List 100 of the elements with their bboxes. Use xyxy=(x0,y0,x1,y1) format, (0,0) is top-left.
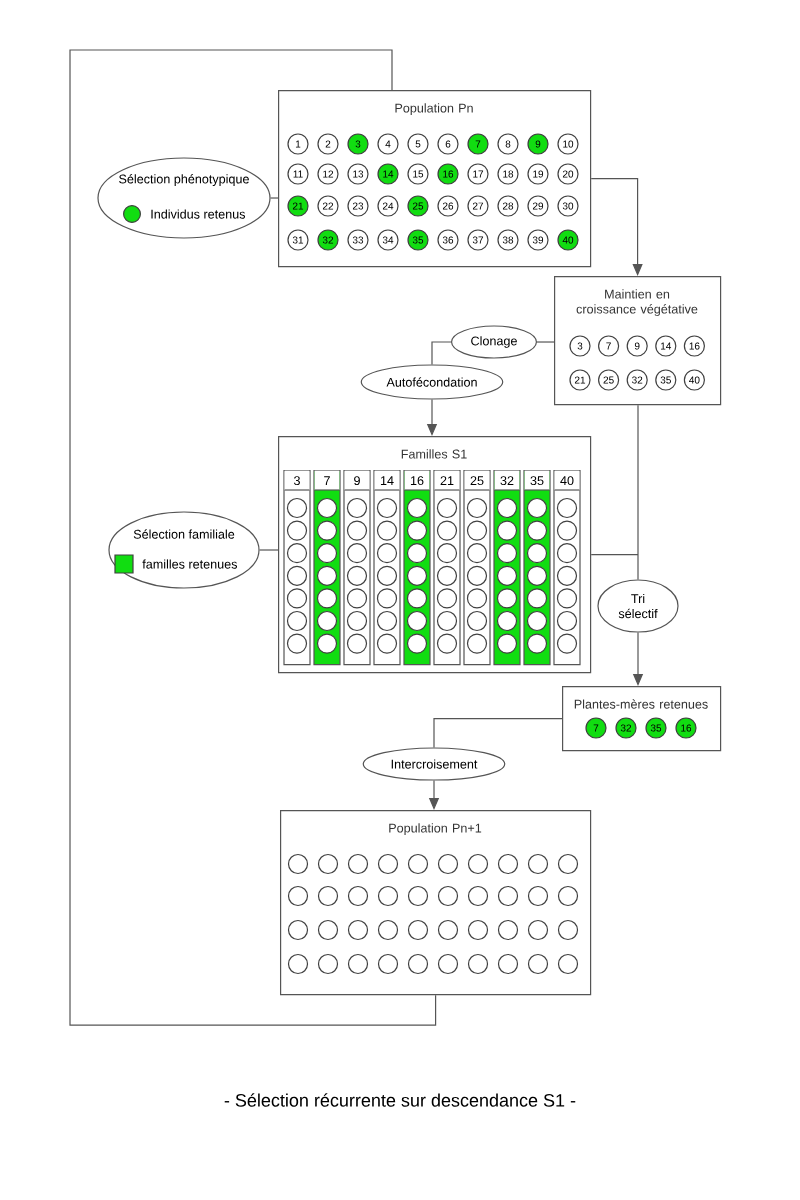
connector xyxy=(590,554,639,556)
plant-circle xyxy=(556,497,578,519)
plant-circle xyxy=(436,588,458,609)
plant-circle xyxy=(377,853,399,875)
plant-circle xyxy=(287,953,309,975)
plant-circle xyxy=(317,853,339,875)
plant-circle xyxy=(436,543,458,564)
plant-circle xyxy=(556,610,578,632)
plant-circle xyxy=(527,853,549,875)
plant-circle xyxy=(437,853,459,875)
plant-circle xyxy=(406,543,428,564)
plant-circle xyxy=(346,588,368,609)
plant-circle xyxy=(376,610,398,632)
plant-circle xyxy=(316,610,338,632)
plant-circle xyxy=(526,543,548,564)
plant-circle xyxy=(526,610,548,632)
plant-circle xyxy=(286,610,308,632)
plant-circle xyxy=(406,588,428,609)
plant-circle xyxy=(466,520,488,541)
plant-circle xyxy=(406,520,428,541)
plant-circle xyxy=(436,520,458,541)
plant-circle xyxy=(346,610,368,632)
plant-circle xyxy=(437,885,459,907)
plant-circle xyxy=(406,633,428,654)
plant-circle xyxy=(286,543,308,564)
plant-circle xyxy=(526,633,548,654)
plant-circle xyxy=(347,919,369,941)
connector xyxy=(536,341,555,343)
plant-circle xyxy=(556,633,578,654)
plant-circle xyxy=(286,588,308,609)
plant-circle xyxy=(557,919,579,941)
plant-circle xyxy=(466,543,488,564)
plant-circle xyxy=(526,588,548,609)
plant-circle xyxy=(467,853,489,875)
plant-circle xyxy=(347,853,369,875)
plant-circle xyxy=(526,520,548,541)
plant-circle xyxy=(346,565,368,586)
plant-circle xyxy=(316,497,338,519)
plant-circle xyxy=(316,565,338,586)
plant-circle xyxy=(497,919,519,941)
plant-circle xyxy=(376,497,398,519)
plant-circle xyxy=(347,953,369,975)
plant-circle xyxy=(286,565,308,586)
plant-circle xyxy=(346,497,368,519)
plant-circle xyxy=(316,543,338,564)
plant-circle xyxy=(467,885,489,907)
connector xyxy=(637,404,639,580)
connector xyxy=(270,197,279,199)
plant-circle xyxy=(496,520,518,541)
plant-circle xyxy=(496,610,518,632)
plant-circle xyxy=(347,885,369,907)
plant-circle xyxy=(376,588,398,609)
plant-circle xyxy=(316,588,338,609)
caption: - Sélection récurrente sur descendance S1 - xyxy=(224,1093,576,1107)
plant-circle xyxy=(557,853,579,875)
plant-circle xyxy=(407,853,429,875)
plant-circle xyxy=(497,885,519,907)
plant-circle xyxy=(496,588,518,609)
plant-circle xyxy=(286,520,308,541)
plant-circle xyxy=(376,543,398,564)
plant-circle xyxy=(376,633,398,654)
plant-circle xyxy=(286,633,308,654)
plant-circle xyxy=(406,610,428,632)
plant-circle xyxy=(407,919,429,941)
plant-circle xyxy=(466,497,488,519)
plant-circle xyxy=(407,885,429,907)
plant-circle xyxy=(496,497,518,519)
plant-circle xyxy=(436,565,458,586)
plant-circle xyxy=(436,633,458,654)
plant-circle xyxy=(286,497,308,519)
plant-circle xyxy=(496,543,518,564)
plant-circle xyxy=(287,885,309,907)
connector xyxy=(590,178,643,276)
plant-circle xyxy=(467,953,489,975)
plant-circle xyxy=(287,853,309,875)
plant-circle xyxy=(317,919,339,941)
plant-circle xyxy=(437,919,459,941)
plant-circle xyxy=(377,885,399,907)
plant-circle xyxy=(346,543,368,564)
plant-circle xyxy=(377,953,399,975)
plant-circle xyxy=(287,919,309,941)
plant-circle xyxy=(527,919,549,941)
plant-circle xyxy=(496,633,518,654)
connector xyxy=(433,718,563,748)
plant-circle xyxy=(437,953,459,975)
plant-circle xyxy=(557,885,579,907)
plant-circle xyxy=(527,885,549,907)
plant-circle xyxy=(436,497,458,519)
connector xyxy=(431,341,452,365)
plant-circle xyxy=(346,520,368,541)
plant-circle xyxy=(497,953,519,975)
plant-circle xyxy=(556,588,578,609)
plant-circle xyxy=(557,953,579,975)
plant-circle xyxy=(466,633,488,654)
connector xyxy=(259,549,279,551)
plant-circle xyxy=(497,853,519,875)
plant-circle xyxy=(406,497,428,519)
plant-circle xyxy=(316,520,338,541)
plant-circle xyxy=(466,588,488,609)
plant-circle xyxy=(466,610,488,632)
